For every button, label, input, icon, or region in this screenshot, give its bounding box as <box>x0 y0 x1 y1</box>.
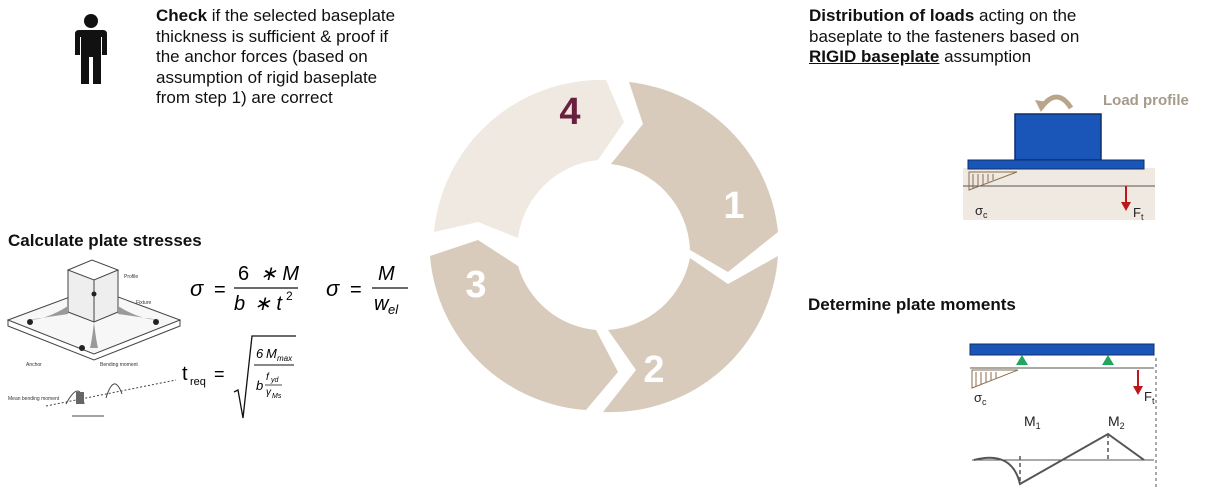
check-bold: Check <box>156 6 208 25</box>
anchor-hole <box>27 319 33 325</box>
svg-text:Ms: Ms <box>272 393 282 400</box>
formula-sigma-M-wel: σ = M w el <box>326 263 408 317</box>
svg-text:=: = <box>214 364 225 384</box>
sigma-c-label: σc <box>974 390 987 407</box>
distribution-bold: Distribution of loads <box>809 6 975 25</box>
support-triangle <box>1016 355 1028 365</box>
svg-text:f: f <box>266 372 270 383</box>
mean-moment-block <box>76 392 84 404</box>
svg-text:b: b <box>256 378 263 393</box>
check-line3: the anchor forces (based on <box>156 47 368 66</box>
svg-text:2: 2 <box>286 289 293 303</box>
svg-text:∗ M: ∗ M <box>260 263 299 285</box>
rigid-baseplate-figure: Load profile σc Ft <box>963 92 1189 222</box>
process-cycle: 1 2 3 4 <box>430 79 778 413</box>
sigma-c-label: σc <box>975 203 988 220</box>
svg-text:∗ t: ∗ t <box>254 293 283 315</box>
svg-text:t: t <box>182 363 188 385</box>
baseplate-isometric-figure: Profile Fixture Anchor Bending moment Me… <box>6 259 182 417</box>
step-2-number: 2 <box>643 349 664 391</box>
formula-sigma-6M: σ = 6 ∗ M b ∗ t 2 <box>190 263 299 315</box>
svg-text:b: b <box>234 293 245 315</box>
svg-text:w: w <box>374 293 390 315</box>
check-line5: from step 1) are correct <box>156 88 333 107</box>
step-4-segment <box>434 79 624 238</box>
step-1-number: 1 <box>723 185 744 227</box>
check-line2: thickness is sufficient & proof if <box>156 26 389 46</box>
anchor-label: Anchor <box>26 362 42 368</box>
plate-edge <box>7 320 181 361</box>
ft-label: Ft <box>1133 205 1144 222</box>
distribution-line2: baseplate to the fasteners based on <box>809 26 1080 46</box>
svg-text:σ: σ <box>326 276 340 301</box>
svg-text:M: M <box>266 346 277 361</box>
stiffener <box>118 306 160 320</box>
svg-text:6: 6 <box>256 346 264 361</box>
anchor-hole <box>153 319 159 325</box>
compression-triangle <box>968 171 1018 191</box>
svg-text:6: 6 <box>238 263 249 285</box>
tension-force-arrowhead <box>1133 386 1143 395</box>
tension-force-arrowhead <box>1121 202 1131 211</box>
load-profile-label: Load profile <box>1103 92 1189 109</box>
step-4-number: 4 <box>559 91 580 133</box>
m1-label: M1 <box>1024 413 1041 431</box>
step-1-segment <box>611 82 778 272</box>
distribution-line1: acting on the <box>974 6 1077 25</box>
ft-label: Ft <box>1144 389 1155 406</box>
svg-text:el: el <box>388 302 399 317</box>
compression-triangle <box>971 369 1019 389</box>
svg-text:yd: yd <box>270 377 280 384</box>
svg-text:req: req <box>190 376 206 388</box>
anchor-hole <box>91 291 97 297</box>
svg-text:σ: σ <box>190 276 204 301</box>
column-top <box>66 259 120 281</box>
check-description: Check if the selected baseplate thicknes… <box>156 6 446 109</box>
svg-text:γ: γ <box>266 387 272 398</box>
plate-beam <box>969 343 1155 356</box>
compression-arrows <box>975 372 997 386</box>
mean-bending-moment-label: Mean bending moment <box>8 396 60 402</box>
person-icon <box>75 14 107 84</box>
moment-arrowhead <box>1035 100 1048 112</box>
baseplate <box>967 159 1145 170</box>
fixture-label: Fixture <box>136 300 152 306</box>
check-line1: if the selected baseplate <box>207 6 396 25</box>
bending-moment-label: Bending moment <box>100 362 138 368</box>
plate-moments-title: Determine plate moments <box>808 295 1016 314</box>
anchor-hole <box>79 345 85 351</box>
svg-text:max: max <box>277 354 293 363</box>
support-triangle <box>1102 355 1114 365</box>
formula-t-req: t req = 6 M max b f yd γ Ms <box>182 335 296 419</box>
check-line4: assumption of rigid baseplate <box>156 67 378 87</box>
compression-arrows <box>972 174 994 188</box>
stiffener <box>28 306 68 320</box>
svg-text:M: M <box>378 263 395 285</box>
stiffener <box>90 322 98 348</box>
step-2-segment <box>603 256 778 413</box>
profile-label: Profile <box>124 274 138 280</box>
step-3-segment <box>430 240 618 410</box>
step-3-number: 3 <box>465 264 486 306</box>
concrete-block <box>963 168 1155 220</box>
rigid-baseplate-label: RIGID baseplate <box>809 47 940 66</box>
m2-label: M2 <box>1108 413 1125 431</box>
plate-stresses-title: Calculate plate stresses <box>8 231 202 250</box>
svg-text:=: = <box>350 279 362 301</box>
plate-moment-figure: σc Ft M1 M2 <box>969 343 1157 489</box>
distribution-line3: assumption <box>939 47 1032 66</box>
column-profile <box>1014 113 1102 161</box>
svg-text:=: = <box>214 279 226 301</box>
moment-curve <box>973 432 1145 486</box>
distribution-description: Distribution of loads acting on the base… <box>809 6 1189 68</box>
